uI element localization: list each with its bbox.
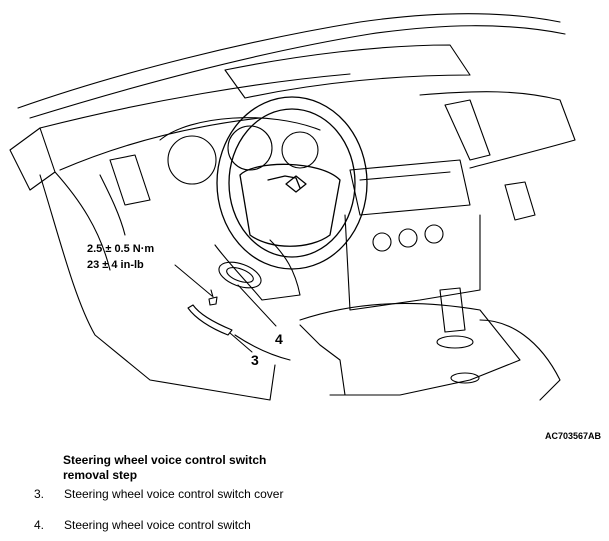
torque-spec-imperial: 23 ± 4 in-lb — [87, 259, 144, 271]
step-text: Steering wheel voice control switch — [64, 518, 251, 532]
steering-wheel — [216, 96, 368, 270]
dashboard-illustration — [9, 13, 576, 401]
screw — [208, 289, 218, 306]
figure-id: AC703567AB — [545, 431, 602, 441]
step-item: 3. Steering wheel voice control switch co… — [34, 487, 304, 502]
dashboard-outline — [9, 13, 576, 401]
voice-control-switch — [218, 261, 262, 289]
step-number: 3. — [34, 487, 45, 501]
step-text: Steering wheel voice control switch cove… — [64, 487, 284, 501]
step-number: 4. — [34, 518, 45, 532]
leader-lines — [174, 264, 277, 353]
removal-steps-title: Steering wheel voice control switch remo… — [63, 453, 267, 482]
callout-3: 3 — [251, 352, 259, 368]
switch-cover — [187, 304, 233, 336]
callout-4: 4 — [275, 331, 283, 347]
step-item: 4. Steering wheel voice control switch — [34, 518, 304, 533]
torque-spec-metric: 2.5 ± 0.5 N·m — [87, 243, 155, 255]
